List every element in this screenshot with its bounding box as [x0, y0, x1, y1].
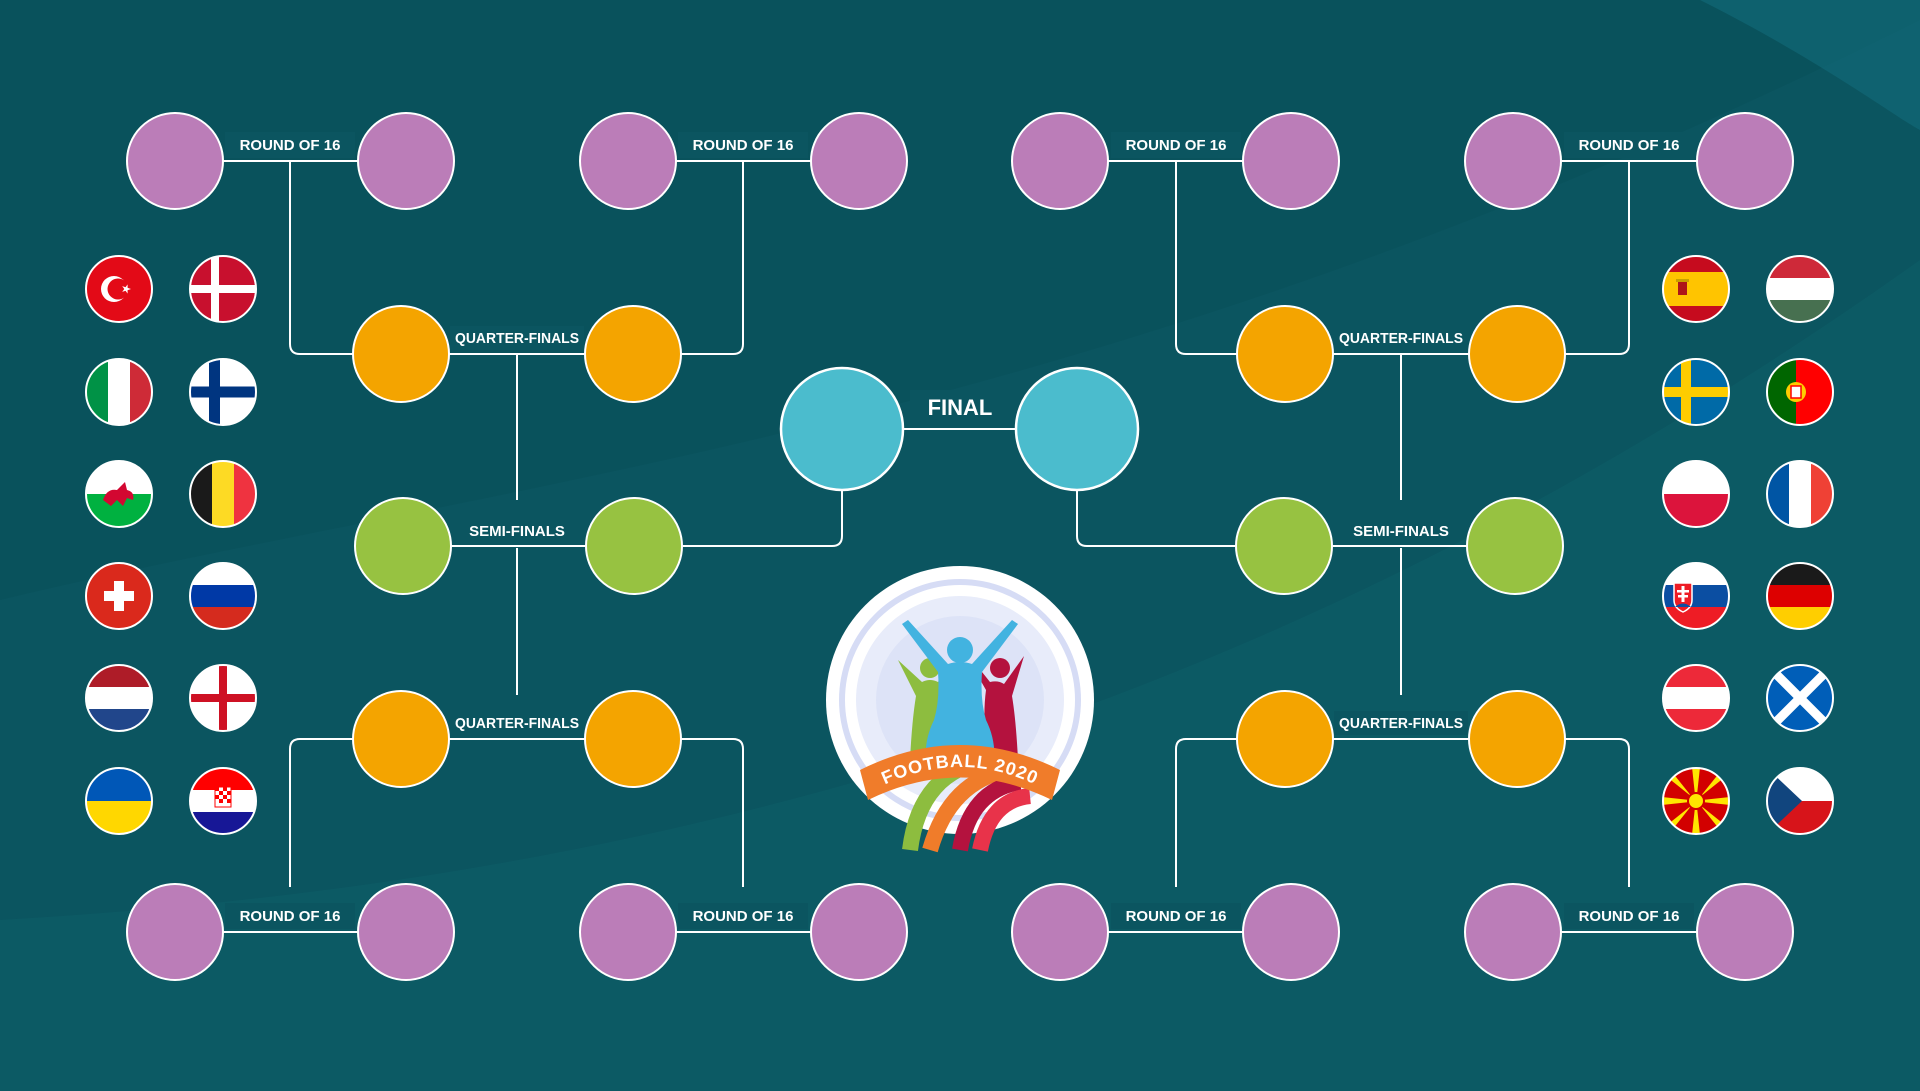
sf-slot[interactable]	[1235, 497, 1333, 595]
final-slots	[779, 366, 1140, 492]
quarter-finals-label: QUARTER-FINALS	[455, 715, 579, 732]
sf-slot[interactable]	[1466, 497, 1564, 595]
r16-slot[interactable]	[1011, 883, 1109, 981]
background-swoosh	[0, 0, 1920, 600]
qf-slot[interactable]	[1236, 305, 1334, 403]
turkey-flag	[85, 255, 153, 323]
r16-slot[interactable]	[579, 112, 677, 210]
semi-final-slots	[354, 497, 1564, 595]
round-of-16-label: ROUND OF 16	[1126, 137, 1227, 154]
croatia-flag	[189, 767, 257, 835]
qf-slot[interactable]	[1236, 690, 1334, 788]
finland-flag	[189, 358, 257, 426]
final-slot-left[interactable]	[779, 366, 905, 492]
belgium-flag	[189, 460, 257, 528]
hungary-flag	[1766, 255, 1834, 323]
qf-slot[interactable]	[584, 305, 682, 403]
spain-flag	[1662, 255, 1730, 323]
austria-flag	[1662, 664, 1730, 732]
quarter-finals-label: QUARTER-FINALS	[1339, 330, 1463, 347]
round-of-16-label: ROUND OF 16	[693, 137, 794, 154]
r16-slot[interactable]	[1696, 112, 1794, 210]
r16-slot[interactable]	[1464, 883, 1562, 981]
semi-finals-label: SEMI-FINALS	[469, 523, 565, 540]
slovakia-flag	[1662, 562, 1730, 630]
r16-slot[interactable]	[1464, 112, 1562, 210]
sweden-flag	[1662, 358, 1730, 426]
round-of-16-label: ROUND OF 16	[1579, 137, 1680, 154]
england-flag	[189, 664, 257, 732]
r16-slot[interactable]	[126, 112, 224, 210]
france-flag	[1766, 460, 1834, 528]
wales-flag	[85, 460, 153, 528]
sf-slot[interactable]	[585, 497, 683, 595]
germany-flag	[1766, 562, 1834, 630]
football-2020-logo: FOOTBALL 2020	[826, 566, 1094, 853]
scotland-flag	[1766, 664, 1834, 732]
portugal-flag	[1766, 358, 1834, 426]
round-of-16-label: ROUND OF 16	[240, 908, 341, 925]
netherlands-flag	[85, 664, 153, 732]
round-of-16-label: ROUND OF 16	[693, 908, 794, 925]
qf-slot[interactable]	[352, 305, 450, 403]
r16-slot[interactable]	[126, 883, 224, 981]
czech-republic-flag	[1766, 767, 1834, 835]
figures-icon	[898, 620, 1024, 762]
poland-flag	[1662, 460, 1730, 528]
r16-slot[interactable]	[1011, 112, 1109, 210]
r16-slot[interactable]	[1696, 883, 1794, 981]
italy-flag	[85, 358, 153, 426]
round-of-16-label: ROUND OF 16	[240, 137, 341, 154]
round-of-16-label: ROUND OF 16	[1126, 908, 1227, 925]
r16-slot[interactable]	[1242, 883, 1340, 981]
russia-flag	[189, 562, 257, 630]
qf-slot[interactable]	[352, 690, 450, 788]
background-swoosh-lower	[0, 260, 1920, 1091]
r16-slot[interactable]	[357, 112, 455, 210]
quarter-final-slots	[352, 305, 1566, 788]
round-of-16-label: ROUND OF 16	[1579, 908, 1680, 925]
r16-slot[interactable]	[357, 883, 455, 981]
round-of-16-slots	[126, 112, 1794, 981]
r16-slot[interactable]	[1242, 112, 1340, 210]
final-slot-right[interactable]	[1014, 366, 1140, 492]
qf-slot[interactable]	[1468, 305, 1566, 403]
background-swoosh-corner	[1700, 0, 1920, 130]
quarter-finals-label: QUARTER-FINALS	[1339, 715, 1463, 732]
denmark-flag	[189, 255, 257, 323]
switzerland-flag	[85, 562, 153, 630]
semi-finals-label: SEMI-FINALS	[1353, 523, 1449, 540]
north-macedonia-flag	[1662, 767, 1730, 835]
ukraine-flag	[85, 767, 153, 835]
final-label: FINAL	[928, 395, 993, 420]
qf-slot[interactable]	[584, 690, 682, 788]
quarter-finals-label: QUARTER-FINALS	[455, 330, 579, 347]
qf-slot[interactable]	[1468, 690, 1566, 788]
sf-slot[interactable]	[354, 497, 452, 595]
r16-slot[interactable]	[810, 112, 908, 210]
r16-slot[interactable]	[810, 883, 908, 981]
r16-slot[interactable]	[579, 883, 677, 981]
